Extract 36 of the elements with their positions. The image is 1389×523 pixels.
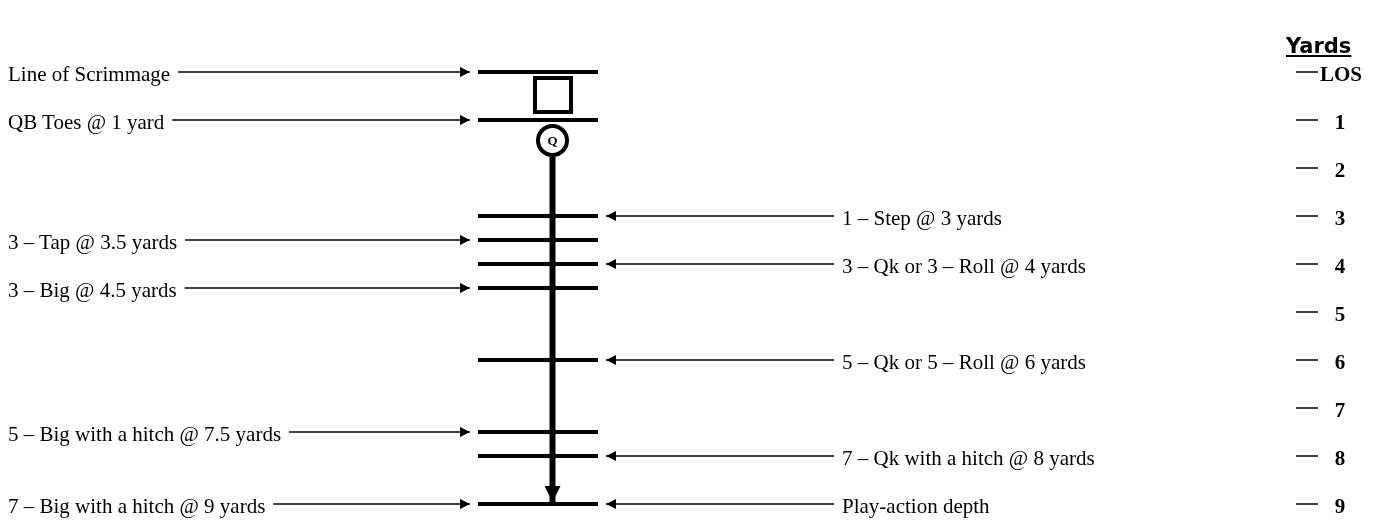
arrow [605,451,835,461]
yard-number: 8 [1333,446,1347,470]
yard-number: 6 [1333,350,1347,374]
depth-label: 7 – Qk with a hitch @ 8 yards [842,446,1095,470]
arrow [605,355,835,365]
depth-label: 3 – Tap @ 3.5 yards [8,230,178,254]
arrow [605,259,835,269]
yard-number: 9 [1333,494,1347,518]
scale-heading: Yards [1286,34,1352,58]
depth-label: 5 – Big with a hitch @ 7.5 yards [8,422,282,446]
yard-number: 7 [1333,398,1347,422]
yard-number: LOS [1320,62,1360,86]
arrow [183,283,471,293]
depth-label: Line of Scrimmage [8,62,171,86]
depth-label: 5 – Qk or 5 – Roll @ 6 yards [842,350,1086,374]
arrow [177,67,471,77]
depth-label: 3 – Qk or 3 – Roll @ 4 yards [842,254,1086,278]
arrow [288,427,471,437]
depth-label: Play-action depth [842,494,990,518]
yard-number: 5 [1333,302,1347,326]
quarterback-circle: Q [536,124,569,157]
yard-number: 1 [1333,110,1347,134]
center-square [533,76,573,114]
arrow [171,115,471,125]
arrow [605,211,835,221]
arrow [184,235,471,245]
depth-label: QB Toes @ 1 yard [8,110,165,134]
depth-label: 3 – Big @ 4.5 yards [8,278,177,302]
arrow [544,157,561,502]
depth-label: 1 – Step @ 3 yards [842,206,1002,230]
depth-label: 7 – Big with a hitch @ 9 yards [8,494,266,518]
yard-number: 2 [1333,158,1347,182]
yard-number: 4 [1333,254,1347,278]
yard-number: 3 [1333,206,1347,230]
arrow [272,499,471,509]
arrow [605,499,835,509]
